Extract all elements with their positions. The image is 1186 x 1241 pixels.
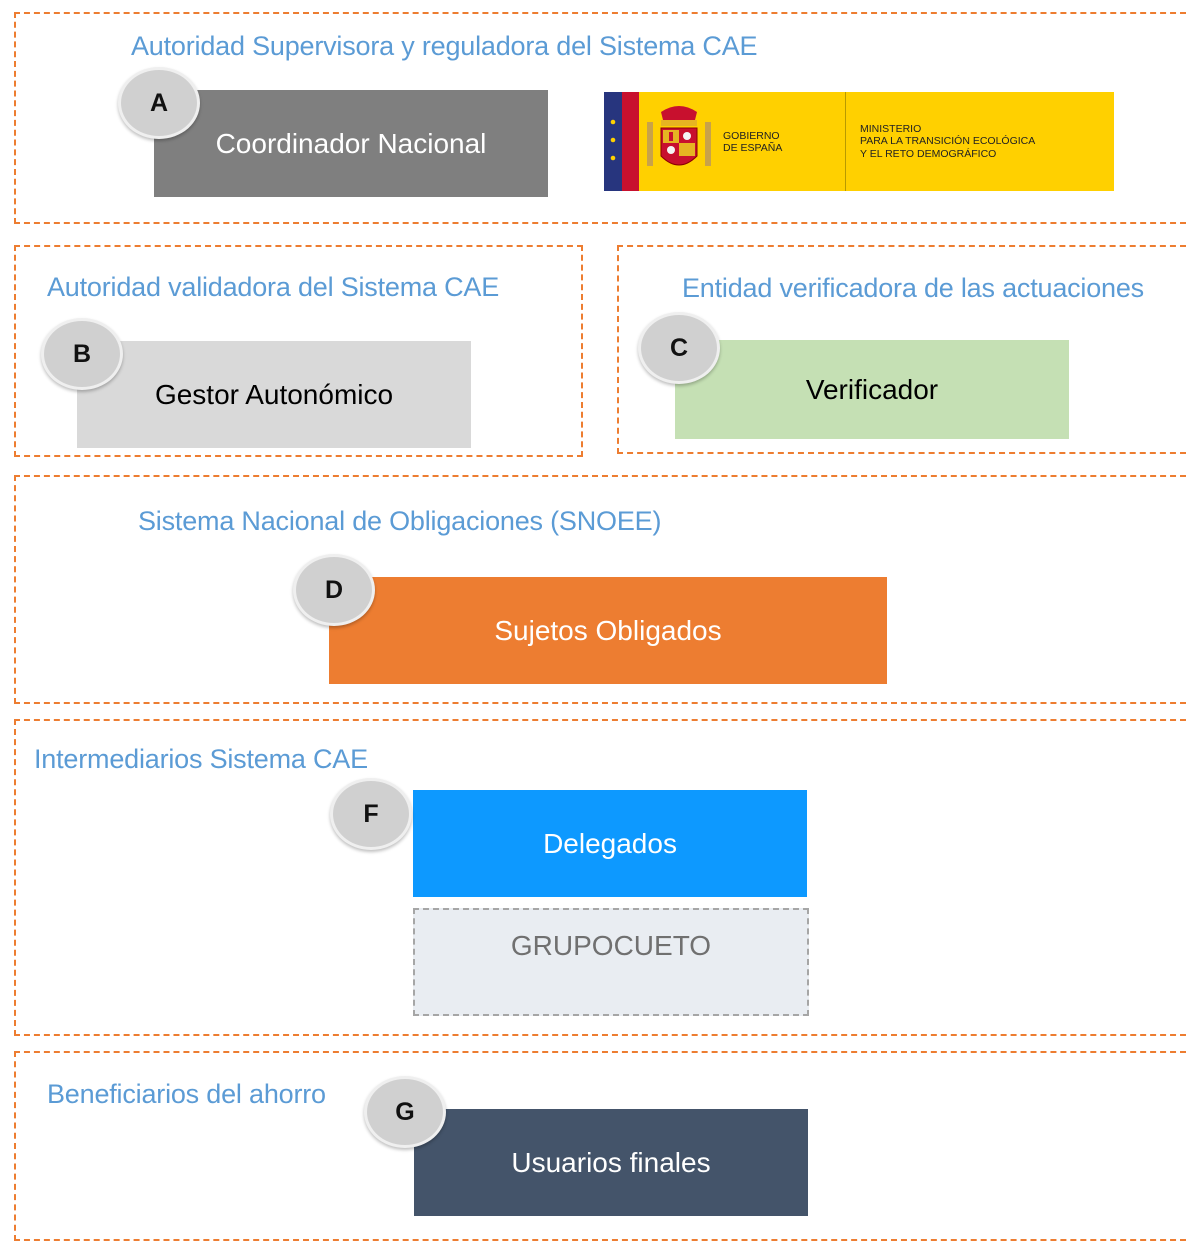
badge-b: B — [41, 318, 123, 390]
gobierno-espana-logo: GOBIERNO DE ESPAÑA MINISTERIO PARA LA TR… — [604, 92, 1114, 191]
gestor-autonomico-box: Gestor Autonómico — [77, 341, 471, 448]
section-title-snoee: Sistema Nacional de Obligaciones (SNOEE) — [138, 506, 662, 536]
gobierno-text: GOBIERNO DE ESPAÑA — [723, 129, 783, 154]
section-title-validadora: Autoridad validadora del Sistema CAE — [47, 272, 500, 302]
section-snoee — [14, 475, 1186, 704]
badge-a: A — [118, 67, 200, 139]
badge-f: F — [330, 778, 412, 850]
section-validadora — [14, 245, 583, 457]
section-supervisora — [14, 12, 1186, 224]
section-title-supervisora: Autoridad Supervisora y reguladora del S… — [131, 31, 758, 61]
badge-d: D — [293, 554, 375, 626]
section-title-verificadora: Entidad verificadora de las actuaciones — [682, 273, 1144, 303]
section-intermediarios — [14, 719, 1186, 1036]
coordinador-nacional-box: Coordinador Nacional — [154, 90, 548, 197]
usuarios-finales-box: Usuarios finales — [414, 1109, 808, 1216]
badge-g: G — [364, 1076, 446, 1148]
verificador-box: Verificador — [675, 340, 1069, 439]
section-verificadora — [617, 245, 1186, 454]
spain-flag-icon — [604, 92, 639, 191]
ministerio-text: MINISTERIO PARA LA TRANSICIÓN ECOLÓGICA … — [860, 122, 1036, 160]
badge-c: C — [638, 312, 720, 384]
coat-of-arms-icon — [639, 92, 719, 191]
grupocueto-box: GRUPOCUETO — [413, 908, 809, 1016]
section-title-beneficiarios: Beneficiarios del ahorro — [47, 1079, 326, 1109]
section-title-intermediarios: Intermediarios Sistema CAE — [34, 744, 368, 774]
delegados-box: Delegados — [413, 790, 807, 897]
sujetos-obligados-box: Sujetos Obligados — [329, 577, 887, 684]
